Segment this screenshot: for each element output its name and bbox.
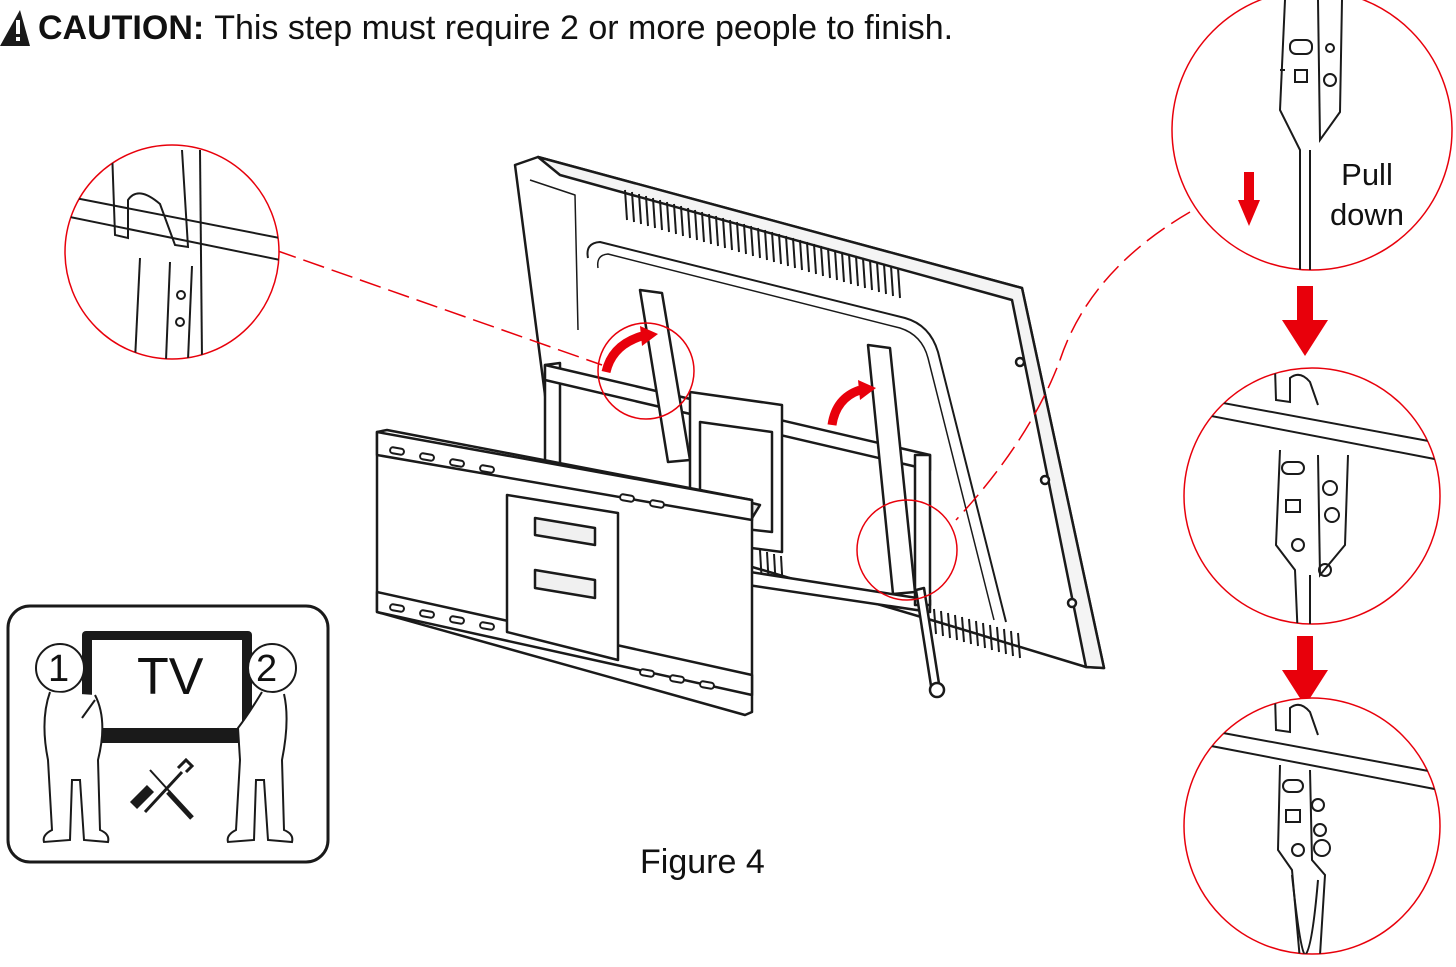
tv-vent-top xyxy=(624,189,901,299)
person-number-1: 1 xyxy=(48,648,70,690)
down-arrow-icon xyxy=(1282,286,1328,706)
caution-notice: CAUTION: This step must require 2 or mor… xyxy=(0,8,953,48)
detail-circle-bottom xyxy=(1183,697,1441,955)
callout-circles xyxy=(597,322,958,601)
detail-circle-middle xyxy=(1183,367,1441,625)
person-number-2: 2 xyxy=(256,648,278,690)
down-arrow-icon xyxy=(1238,172,1260,226)
pull-down-label: Pull down xyxy=(1329,157,1405,232)
tv-label: TV xyxy=(137,648,204,706)
screwdriver-icon xyxy=(129,769,194,820)
figure-caption: Figure 4 xyxy=(640,843,765,881)
caution-text: This step must require 2 or more people … xyxy=(214,8,954,47)
caution-label: CAUTION: xyxy=(38,8,205,47)
two-person-inset xyxy=(6,604,330,864)
warning-triangle-icon xyxy=(0,10,30,46)
detail-circle-pull xyxy=(1171,0,1453,271)
curved-arrow-icon xyxy=(601,326,876,426)
wrench-icon xyxy=(143,757,195,814)
wall-plate-slots xyxy=(389,446,715,690)
detail-circle-left xyxy=(64,144,280,360)
leader-lines xyxy=(274,211,1191,521)
